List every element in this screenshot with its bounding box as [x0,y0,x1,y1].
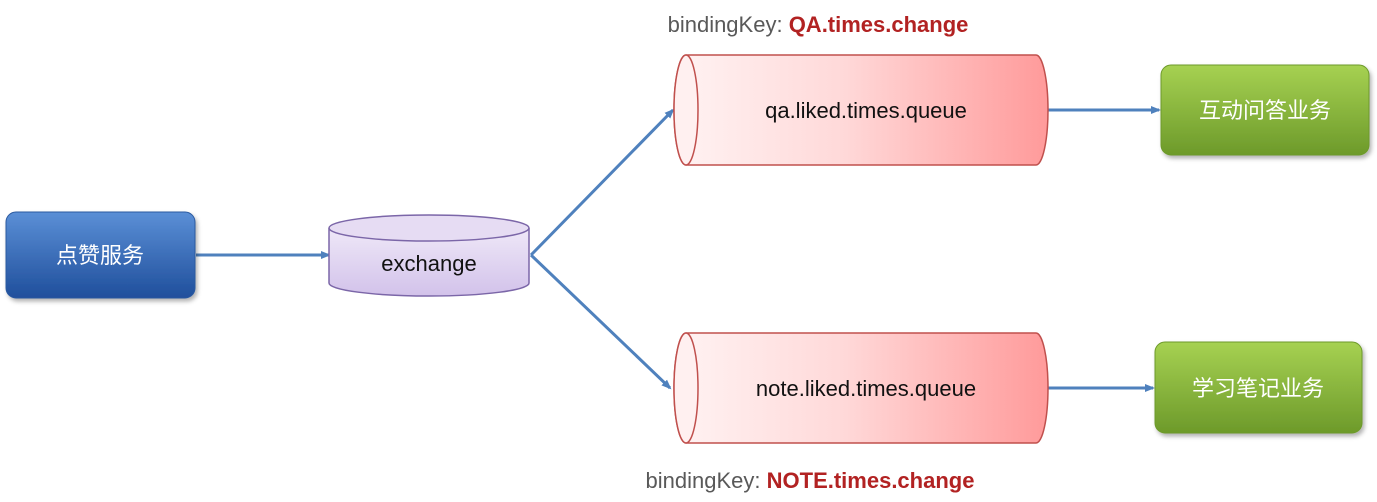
qa-consumer-label: 互动问答业务 [1199,98,1331,123]
edge-exchange-to-note-queue [529,253,672,390]
note-binding-key: NOTE.times.change [767,468,975,493]
note-binding-prefix: bindingKey: [646,468,767,493]
qa-queue-node[interactable] [673,54,1049,166]
qa-binding-prefix: bindingKey: [668,12,789,37]
producer-label: 点赞服务 [56,243,144,268]
qa-queue-label: qa.liked.times.queue [765,98,967,123]
note-queue-label: note.liked.times.queue [756,376,976,401]
qa-binding-key: QA.times.change [789,12,969,37]
edges [196,106,1161,392]
exchange-label: exchange [381,251,476,276]
qa-consumer-node[interactable] [1160,64,1370,156]
edge-exchange-to-qa-queue [529,108,675,257]
note-consumer-node[interactable] [1154,341,1363,434]
note-consumer-label: 学习笔记业务 [1192,376,1324,401]
producer-node[interactable] [5,211,196,299]
qa-binding-key-label: bindingKey: QA.times.change [668,12,969,37]
exchange-node[interactable] [328,214,530,297]
note-queue-node[interactable] [673,332,1049,444]
note-binding-key-label: bindingKey: NOTE.times.change [646,468,975,493]
